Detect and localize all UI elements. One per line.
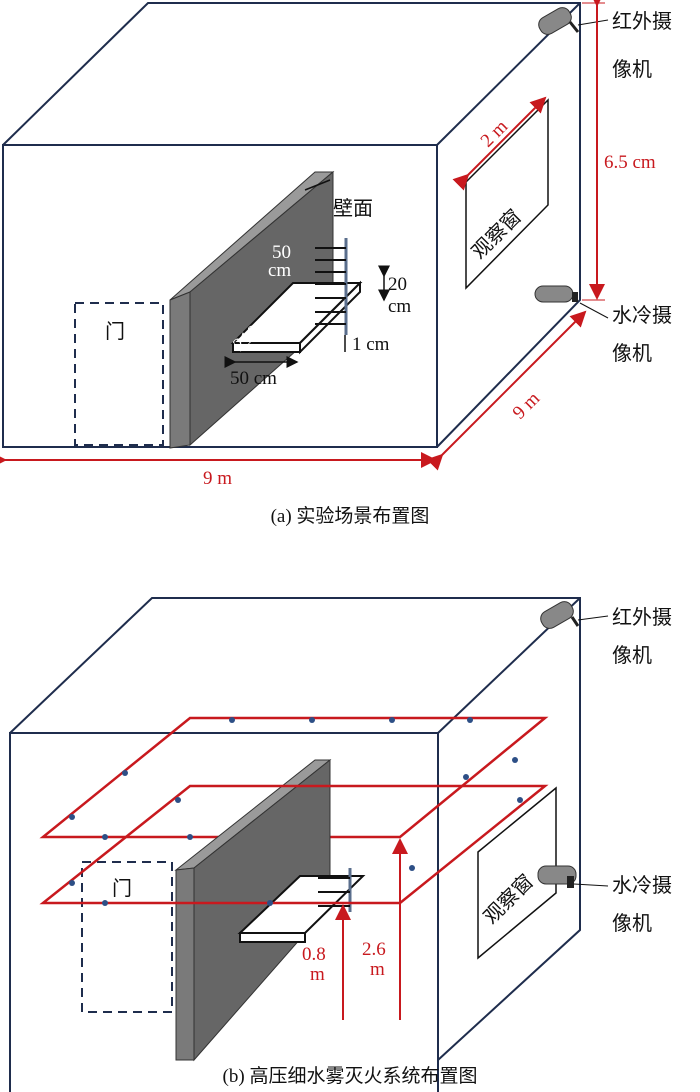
door-label: 门 [112, 876, 132, 900]
nozzle-icons [69, 717, 523, 906]
wall [169, 170, 335, 449]
dim-50-line1: 50 [272, 242, 291, 263]
water-cooled-camera-icon [537, 865, 577, 888]
dim-2-6-line2: m [370, 959, 385, 980]
thermocouple-tree [315, 238, 348, 335]
dim-depth: 9 m [509, 388, 545, 424]
door [81, 861, 173, 1013]
dim-50-line2: cm [268, 260, 291, 281]
door-label: 门 [105, 319, 125, 343]
caption-b: (b) 高压细水雾灭火系统布置图 [223, 1065, 478, 1087]
infrared-camera-icon [538, 7, 580, 35]
dim-1cm: 1 cm [352, 334, 390, 355]
ir-camera-label-1: 红外摄 [612, 605, 672, 629]
dim-20-line2: cm [388, 296, 411, 317]
door [74, 302, 164, 446]
dim-2-6-line1: 2.6 [362, 939, 386, 960]
wc-camera-label-2: 像机 [612, 341, 652, 365]
panel-b: 门 观察窗 [9, 597, 672, 1092]
dim-0-8-line1: 0.8 [302, 944, 326, 965]
dim-width: 9 m [203, 468, 232, 489]
ir-camera-label-2: 像机 [612, 643, 652, 667]
water-cooled-camera-icon [534, 285, 578, 303]
dim-0-8-line2: m [310, 964, 325, 985]
caption-a: (a) 实验场景布置图 [271, 505, 430, 527]
ir-camera-label-2: 像机 [612, 57, 652, 81]
panel-a: 门 壁面 50 cm 210 cm 20 cm 1 cm 50 cm 观察 [0, 0, 672, 527]
wc-camera-label-2: 像机 [612, 911, 652, 935]
dim-20-line1: 20 [388, 274, 407, 295]
wall [174, 758, 332, 1062]
dim-height: 6.5 cm [604, 152, 656, 173]
water-mist-pipe-lower [39, 784, 549, 905]
infrared-camera-icon [540, 601, 580, 629]
wc-camera-label-1: 水冷摄 [612, 303, 672, 327]
wc-camera-label-1: 水冷摄 [612, 873, 672, 897]
ir-camera-label-1: 红外摄 [612, 9, 672, 33]
dim-50cm: 50 cm [230, 368, 277, 389]
wall-label: 壁面 [333, 196, 373, 220]
